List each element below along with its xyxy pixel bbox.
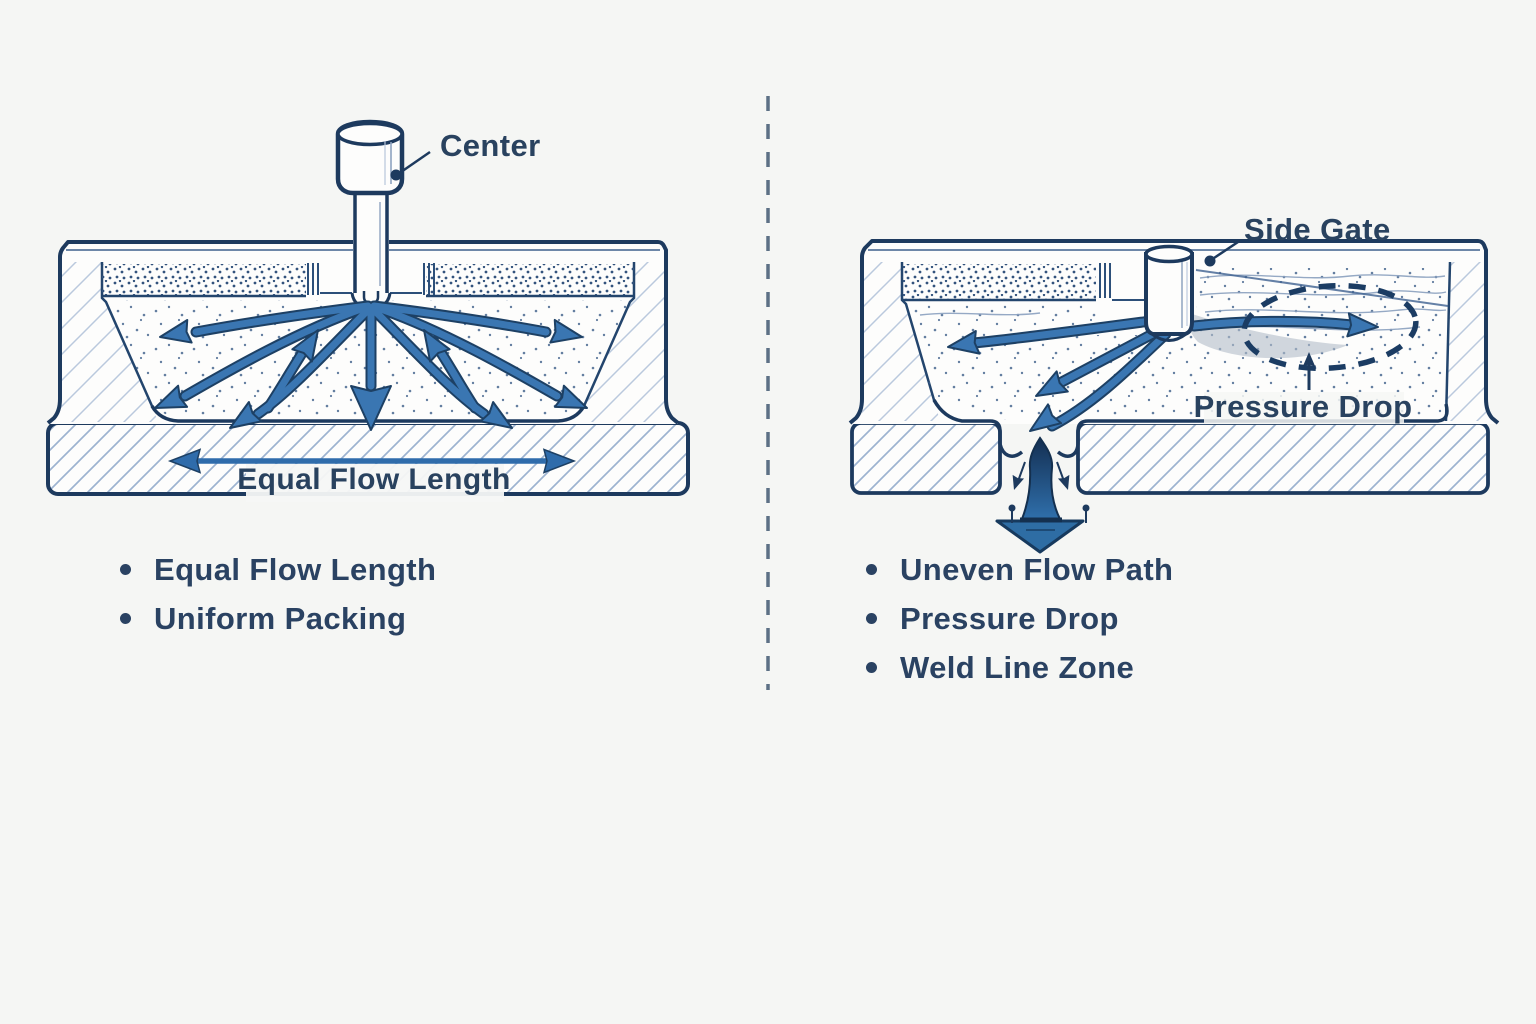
center-gate-callout: Center xyxy=(390,128,541,181)
bullet-label: Uneven Flow Path xyxy=(900,551,1174,587)
right-wall-section xyxy=(578,262,666,422)
bullet-icon xyxy=(866,564,877,575)
list-item: Uniform Packing xyxy=(120,601,436,636)
callout-dot xyxy=(1204,255,1216,267)
equal-flow-length-label: Equal Flow Length xyxy=(237,463,510,496)
list-item: Equal Flow Length xyxy=(120,552,436,587)
side-gate-callout: Side Gate xyxy=(1204,212,1391,267)
pressure-drop-callout: Pressure Drop xyxy=(1194,352,1413,424)
center-gate-sprue xyxy=(335,119,405,310)
packing-strip-left xyxy=(102,264,306,296)
bullet-label: Weld Line Zone xyxy=(900,649,1135,685)
bullet-label: Pressure Drop xyxy=(900,600,1119,636)
packing-strip-right xyxy=(426,264,634,296)
callout-dot xyxy=(390,169,402,181)
pressure-drop-ellipse xyxy=(1241,282,1419,372)
right-left-wall xyxy=(862,262,940,421)
left-bullet-list: Equal Flow Length Uniform Packing xyxy=(120,552,436,636)
pressure-drop-shadow xyxy=(1186,312,1348,359)
bullet-icon xyxy=(866,613,877,624)
right-cavity-texture xyxy=(906,268,1446,420)
bullet-label: Equal Flow Length xyxy=(154,551,437,587)
bullet-label: Uniform Packing xyxy=(154,600,407,636)
left-mold-diagram: Equal Flow Length Center xyxy=(46,119,690,502)
bullet-icon xyxy=(120,613,131,624)
right-mold-base xyxy=(850,421,1490,495)
list-item: Pressure Drop xyxy=(866,601,1173,636)
side-gate-sprue xyxy=(1144,244,1194,342)
center-gate-label: Center xyxy=(440,128,541,163)
list-item: Weld Line Zone xyxy=(866,650,1173,685)
left-wall-section xyxy=(60,262,158,422)
side-gate-label: Side Gate xyxy=(1244,212,1391,247)
equal-flow-length-annotation: Equal Flow Length xyxy=(169,448,575,502)
list-item: Uneven Flow Path xyxy=(866,552,1173,587)
right-bullet-list: Uneven Flow Path Pressure Drop Weld Line… xyxy=(866,552,1173,685)
weld-line-flash xyxy=(995,436,1090,554)
right-mold-diagram: Pressure Drop Side Gate xyxy=(848,212,1500,554)
bullet-icon xyxy=(120,564,131,575)
bullet-icon xyxy=(866,662,877,673)
right-right-wall xyxy=(1444,262,1486,421)
radial-flow-arrows xyxy=(149,300,593,439)
right-packing-strip xyxy=(902,264,1096,300)
side-gate-flow-arrows xyxy=(945,312,1380,442)
pressure-drop-label: Pressure Drop xyxy=(1194,389,1413,424)
